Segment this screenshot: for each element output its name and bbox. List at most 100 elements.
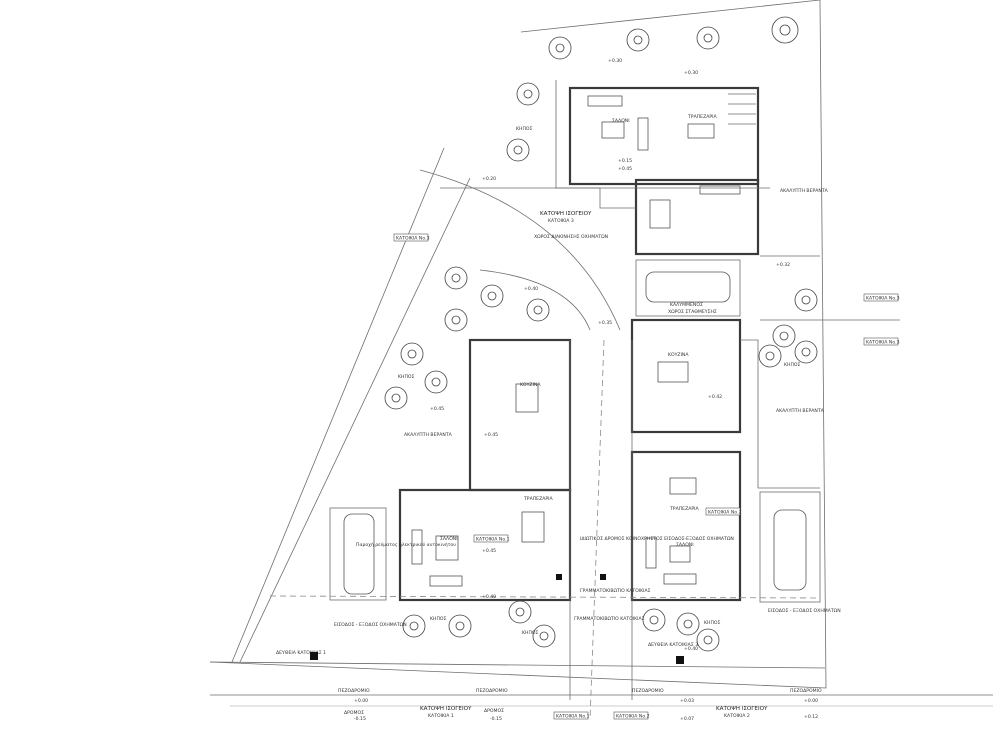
unit3-tag-box-2 [863,293,899,302]
level-mark: +0.00 [804,698,818,704]
parking-space-unit2 [759,491,821,603]
unit-tag-box-bottom1 [553,711,589,720]
parking-space-unit1 [329,507,387,601]
sofa [429,575,463,587]
tree-icon [794,340,818,364]
unit2-tag-box [705,507,741,516]
level-mark: +0.30 [684,70,698,76]
sidewalk-label-2: ΠΕΖΟΔΡΟΜΙΟ [476,688,508,694]
sofa [663,573,697,585]
tree-icon [444,266,468,290]
veranda-label-left: ΑΚΑΛΥΠΤΗ ΒΕΡΑΝΤΑ [404,432,453,438]
tree-icon [676,612,700,636]
unit1-title: ΚΑΤΟΨΗ ΙΣΟΓΕΙΟΥ [420,706,472,712]
veranda-label-mid: ΑΚΑΛΥΠΤΗ ΒΕΡΑΝΤΑ [776,408,825,414]
unit2-subtitle: ΚΑΤΟΙΚΙΑ 2 [724,713,750,719]
living-label-unit1: ΣΑΛΟΝΙ [440,536,458,542]
site-boundary [209,0,827,689]
tree-icon [424,370,448,394]
unit1-subtitle: ΚΑΤΟΙΚΙΑ 1 [428,713,454,719]
dining-table [657,361,689,383]
car-icon [343,513,375,595]
level-mark: +0.20 [482,176,496,182]
unit3-tag-box-3 [863,337,899,346]
tree-icon [532,624,556,648]
level-mark: +0.07 [680,716,694,722]
living-label-unit2: ΣΑΛΟΝΙ [676,542,694,548]
sidewalk-label-1: ΠΕΖΟΔΡΟΜΙΟ [338,688,370,694]
sidewalk-label-3: ΠΕΖΟΔΡΟΜΙΟ [632,688,664,694]
dining-table [521,511,545,543]
unit2-veranda [740,339,820,489]
shared-path-axis [589,339,605,721]
dining-label-unit2: ΤΡΑΠΕΖΑΡΙΑ [669,506,699,512]
diagonal-boundary-left [231,147,445,663]
tree-icon [400,342,424,366]
level-mark: +0.12 [804,714,818,720]
tree-icon [508,600,532,624]
car-icon [645,271,731,303]
tree-icon [402,614,426,638]
garden-label-bottom1: ΚΗΠΟΣ [430,616,447,622]
level-mark: +0.45 [484,432,498,438]
level-mark: +0.40 [524,286,538,292]
level-mark: +0.40 [482,594,496,600]
dining-table [649,199,671,229]
street-edge [209,661,826,669]
unit2-title: ΚΑΤΟΨΗ ΙΣΟΓΕΙΟΥ [716,706,768,712]
level-mark: +0.45 [618,166,632,172]
parking-covered-sub: ΧΩΡΟΣ ΣΤΑΘΜΕΥΣΗΣ [668,309,717,315]
unit1-kitchen-block [468,338,572,492]
level-mark: +0.40 [684,646,698,652]
tree-icon [384,386,408,410]
level-mark: +0.30 [608,58,622,64]
sofa [411,529,423,565]
dining-table [669,477,697,495]
coffee-table [601,121,625,139]
veranda-label-top: ΑΚΑΛΥΠΤΗ ΒΕΡΑΝΤΑ [780,188,829,194]
tree-icon [526,298,550,322]
coffee-table [435,535,459,561]
lot-line [269,595,821,599]
kitchen-label-unit1: ΚΟΥΖΙΝΑ [520,382,541,388]
tree-icon [794,288,818,312]
level-mark: +0.45 [430,406,444,412]
unit1-tag-box [473,534,509,543]
dining-table [687,123,715,139]
level-mark: +0.03 [680,698,694,704]
common-area-label: ΧΩΡΟΣ ΔΙΑΚΙΝΗΣΗΣ ΟΧΗΜΑΤΩΝ [534,234,608,240]
level-mark: +0.32 [776,262,790,268]
parking-space-covered [635,259,741,317]
tree-icon [444,308,468,332]
driveway-curve-2 [419,169,621,331]
meter-box-icon [676,656,684,664]
unit-tag-box-bottom2 [613,711,649,720]
tree-icon [506,138,530,162]
diagonal-boundary-left-2 [239,177,471,663]
kitchen-label: ΚΟΥΖΙΝΑ [668,352,689,358]
level-mark: -0.15 [490,716,502,722]
unit1-tag: ΚΑΤΟΙΚΙΑ Νο.1 [476,537,510,543]
living-label: ΣΑΛΟΝΙ [612,118,630,124]
garden-label-bottom2: ΚΗΠΟΣ [522,630,539,636]
dining-table [515,383,539,413]
level-mark: +0.15 [618,158,632,164]
unit3-subtitle: ΚΑΤΟΙΚΙΑ 3 [548,218,574,224]
sidewalk-label-4: ΠΕΖΟΔΡΟΜΙΟ [790,688,822,694]
level-mark: +0.35 [598,320,612,326]
parking-covered-label: ΚΑΛΥΜΜΕΝΟΣ [670,302,703,308]
ev-charger-note: Παροχή ρεύματος ηλεκτρικού αυτοκινήτου [356,541,456,548]
unit3-title: ΚΑΤΟΨΗ ΙΣΟΓΕΙΟΥ [540,211,592,217]
unit2-tag-bottom: ΚΑΤΟΙΚΙΑ Νο.2 [616,714,650,720]
garden-label-right: ΚΗΠΟΣ [784,362,801,368]
tree-icon [516,82,540,106]
unit3-tag-box [393,233,429,242]
unit3-tag-right: ΚΑΤΟΙΚΙΑ Νο.3 [866,296,900,302]
level-mark: -0.15 [354,716,366,722]
meter-box-icon [310,652,318,660]
tree-icon [696,26,720,50]
meter-label-1: ΔΕΥΘΕΙΑ ΚΑΤΟΙΚΙΑΣ 1 [276,650,326,656]
unit3-tag: ΚΑΤΟΙΚΙΑ Νο.3 [396,236,430,242]
garden-label-bottom3: ΚΗΠΟΣ [704,620,721,626]
